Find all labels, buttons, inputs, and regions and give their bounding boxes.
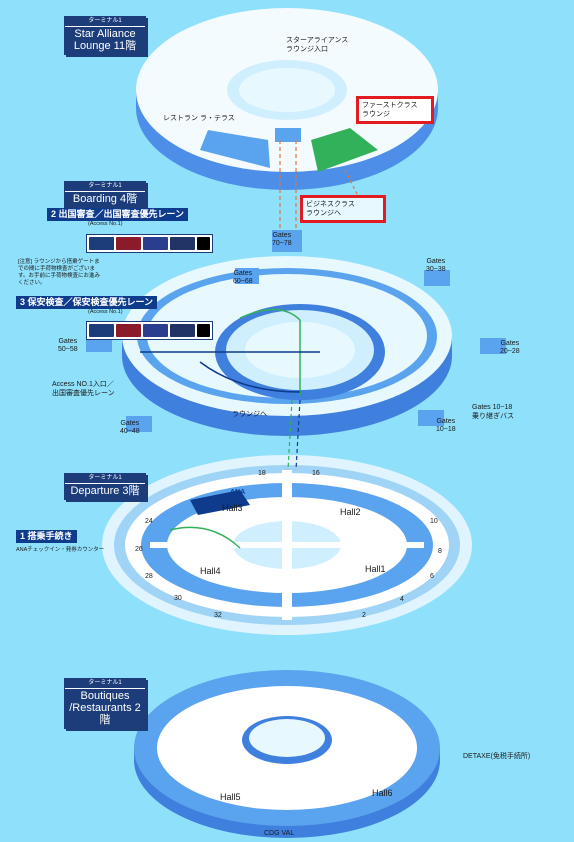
card-icon <box>116 237 141 250</box>
counter-number: 10 <box>430 518 438 525</box>
step2-sub: (Access No.1) <box>88 221 123 227</box>
priority-cards-2 <box>86 321 213 340</box>
terminal-label: ターミナル1 <box>65 679 145 688</box>
gate-range: 40~48 <box>120 428 140 435</box>
counter-number: 6 <box>430 573 434 580</box>
counter-number: 26 <box>135 546 143 553</box>
boutiques-floor <box>134 670 440 838</box>
access-no1-label: Access NO.1入口／ 出国審査優先レーン <box>52 380 115 398</box>
security-note: [注意] ラウンジから搭乗ゲートまでの間に手荷物検査がございます。お手前に手荷物… <box>18 259 100 286</box>
gate-range: 60~68 <box>233 278 253 285</box>
hall6-label: Hall6 <box>372 788 393 798</box>
card-icon <box>143 324 168 337</box>
step2-label: 2 出国審査／出国審査優先レーン <box>47 208 189 221</box>
first-class-lounge-box: ファーストクラス ラウンジ <box>356 96 434 124</box>
bus-line1: Gates 10~18 <box>472 404 513 411</box>
counter-number: 4 <box>400 596 404 603</box>
level-tag-departure: ターミナル1 Departure 3階 <box>64 473 146 500</box>
level-tag-boutiques: ターミナル1 Boutiques /Restaurants 2階 <box>64 678 146 729</box>
terminal-label: ターミナル1 <box>65 474 145 483</box>
gate-range: 50~58 <box>58 346 78 353</box>
gate-range: 10~18 <box>436 426 456 433</box>
counter-number: 30 <box>174 595 182 602</box>
terminal-label: ターミナル1 <box>65 182 145 191</box>
transfer-bus-label: Gates 10~18 乗り継ぎバス <box>472 403 514 421</box>
step1-sub: ANAチェックイン・発券カウンター <box>16 547 105 553</box>
route-lines <box>279 140 361 471</box>
gate-title: Gates <box>436 418 456 425</box>
level-name: Departure 3階 <box>65 483 145 499</box>
hall-label: Hall3 <box>222 503 243 513</box>
boarding-floor <box>86 230 506 436</box>
level-tag-lounge: ターミナル1 Star Alliance Lounge 11階 <box>64 16 146 55</box>
counter-number: 18 <box>258 470 266 477</box>
gate-title: Gates <box>272 232 292 239</box>
lounge-entrance-line2: ラウンジ入口 <box>286 46 328 53</box>
gate-title: Gates <box>426 258 446 265</box>
hall-label: Hall2 <box>340 507 361 517</box>
gate-title: Gates <box>233 270 253 277</box>
first-class-line1: ファーストクラス <box>362 102 418 109</box>
business-class-line2: ラウンジへ <box>306 210 341 217</box>
card-icon <box>89 237 114 250</box>
lounge-entrance-label: スターアライアンス ラウンジ入口 <box>286 36 348 54</box>
business-class-lounge-box: ビジネスクラス ラウンジへ <box>300 195 386 223</box>
counter-number: 2 <box>362 612 366 619</box>
level-tag-boarding: ターミナル1 Boarding 4階 <box>64 181 146 208</box>
first-class-line2: ラウンジ <box>362 111 390 118</box>
gate-title: Gates <box>120 420 140 427</box>
step1-label: 1 搭乗手続き <box>16 530 77 543</box>
hall-label: Hall1 <box>365 564 386 574</box>
card-icon <box>170 237 195 250</box>
ana-logo: ANA <box>230 489 246 496</box>
access-line1: Access NO.1入口／ <box>52 381 114 388</box>
counter-number: 32 <box>214 612 222 619</box>
departure-floor <box>102 455 472 635</box>
restaurant-label: レストラン ラ・テラス <box>163 115 235 122</box>
cdg-val-label: CDG VAL <box>264 830 295 837</box>
star-alliance-icon <box>197 237 210 250</box>
card-icon <box>89 324 114 337</box>
card-icon <box>143 237 168 250</box>
step3-label: 3 保安検査／保安検査優先レーン <box>16 296 158 309</box>
counter-number: 16 <box>312 470 320 477</box>
detaxe-label: DETAXE(免税手続所) <box>463 753 531 760</box>
card-icon <box>170 324 195 337</box>
to-lounge-label: ラウンジへ <box>232 411 267 418</box>
level-name: Boutiques /Restaurants 2階 <box>65 688 145 728</box>
step3-sub: (Access No.1) <box>88 309 123 315</box>
level-name: Star Alliance Lounge 11階 <box>65 26 145 54</box>
business-class-line1: ビジネスクラス <box>306 201 355 208</box>
lounge-entrance-line1: スターアライアンス <box>286 37 349 44</box>
gate-range: 20~28 <box>500 348 520 355</box>
priority-cards-1 <box>86 234 213 253</box>
terminal-label: ターミナル1 <box>65 17 145 26</box>
bus-line2: 乗り継ぎバス <box>472 413 514 420</box>
counter-number: 24 <box>145 518 153 525</box>
access-line2: 出国審査優先レーン <box>52 390 115 397</box>
card-icon <box>116 324 141 337</box>
hall5-label: Hall5 <box>220 792 241 802</box>
star-alliance-icon <box>197 324 210 337</box>
gate-title: Gates <box>58 338 78 345</box>
counter-number: 28 <box>145 573 153 580</box>
level-name: Boarding 4階 <box>65 191 145 207</box>
hall-label: Hall4 <box>200 566 221 576</box>
gate-range: 70~78 <box>272 240 292 247</box>
gate-range: 30~38 <box>426 266 446 273</box>
counter-number: 8 <box>438 548 442 555</box>
gate-title: Gates <box>500 340 520 347</box>
